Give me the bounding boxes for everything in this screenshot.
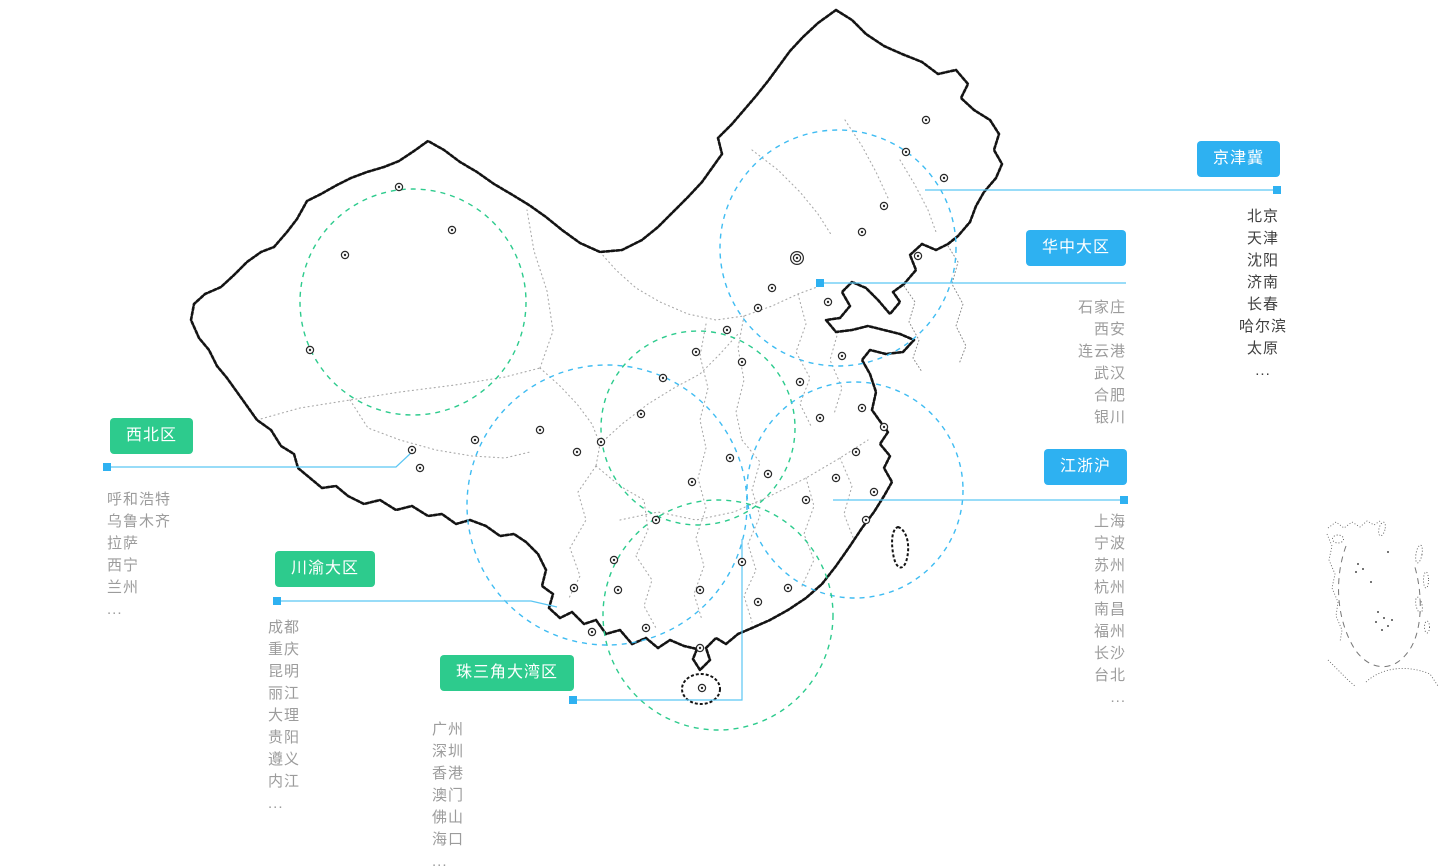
city-name: 呼和浩特: [107, 491, 172, 508]
region-circles: [299, 129, 964, 731]
city-list-jiangzhehu: 上海 宁波 苏州 杭州 南昌 福州 长沙 台北 ...: [1006, 511, 1126, 709]
city-list-xibei: 呼和浩特 乌鲁木齐 拉萨 西宁 兰州 ...: [107, 489, 227, 621]
connector-dot-jingjinji: [1273, 186, 1281, 194]
city-name: 成都: [268, 619, 301, 636]
city-list-ellipsis: ...: [1255, 362, 1271, 379]
city-list-ellipsis: ...: [1110, 689, 1126, 706]
city-name: 重庆: [268, 641, 301, 658]
city-name: 大理: [268, 707, 301, 724]
city-list-huazhong: 石家庄 西安 连云港 武汉 合肥 银川: [1006, 297, 1126, 429]
region-label-xibei[interactable]: 西北区: [110, 418, 194, 454]
south-china-sea-inset: [1326, 512, 1440, 688]
city-name: 贵阳: [268, 729, 301, 746]
city-name: 宁波: [1093, 535, 1126, 552]
city-name: 合肥: [1093, 387, 1126, 404]
circle-chuanyu: [466, 364, 748, 646]
circle-huazhong: [600, 330, 796, 526]
city-name: 海口: [432, 831, 465, 848]
city-name: 武汉: [1093, 365, 1126, 382]
city-name: 苏州: [1093, 557, 1126, 574]
region-connectors: [103, 186, 1281, 704]
city-name: 昆明: [268, 663, 301, 680]
region-label-jingjinji[interactable]: 京津冀: [1197, 141, 1281, 177]
neighbor-coastlines: [903, 245, 967, 373]
connector-dot-chuanyu: [273, 597, 281, 605]
city-name: 济南: [1246, 274, 1279, 291]
city-name: 澳门: [432, 787, 465, 804]
city-name: 内江: [268, 773, 301, 790]
connector-dot-jiangzhehu: [1120, 496, 1128, 504]
city-name: 石家庄: [1077, 299, 1126, 316]
city-name: 广州: [432, 721, 465, 738]
city-name: 佛山: [432, 809, 465, 826]
circle-xibei: [299, 188, 527, 416]
region-label-chuanyu[interactable]: 川渝大区: [275, 551, 376, 587]
circle-zhusanjiao: [602, 499, 834, 731]
city-list-chuanyu: 成都 重庆 昆明 丽江 大理 贵阳 遵义 内江 ...: [268, 617, 388, 815]
city-name: 沈阳: [1246, 252, 1279, 269]
city-name: 连云港: [1077, 343, 1126, 360]
city-list-ellipsis: ...: [432, 853, 448, 868]
capital-marker: [789, 251, 804, 266]
city-name: 香港: [432, 765, 465, 782]
inset-islands: [1355, 551, 1393, 631]
city-markers: [305, 115, 949, 693]
city-list-ellipsis: ...: [107, 601, 123, 618]
city-name: 西宁: [107, 557, 140, 574]
city-name: 福州: [1093, 623, 1126, 640]
city-name: 乌鲁木齐: [107, 513, 172, 530]
city-name: 台北: [1093, 667, 1126, 684]
circle-jiangzhehu: [746, 381, 964, 599]
city-name: 兰州: [107, 579, 140, 596]
city-list-jingjinji: 北京 天津 沈阳 济南 长春 哈尔滨 太原 ...: [1203, 206, 1323, 382]
city-name: 杭州: [1093, 579, 1126, 596]
city-name: 西安: [1093, 321, 1126, 338]
region-label-jiangzhehu[interactable]: 江浙沪: [1044, 449, 1128, 485]
city-name: 拉萨: [107, 535, 140, 552]
city-name: 哈尔滨: [1238, 318, 1287, 335]
city-name: 长沙: [1093, 645, 1126, 662]
city-name: 丽江: [268, 685, 301, 702]
city-list-ellipsis: ...: [268, 795, 284, 812]
city-name: 深圳: [432, 743, 465, 760]
city-name: 北京: [1246, 208, 1279, 225]
city-name: 天津: [1246, 230, 1279, 247]
taiwan-island: [891, 525, 910, 569]
china-outline: [189, 8, 1004, 705]
connector-dot-xibei: [103, 463, 111, 471]
connector-dot-huazhong: [816, 279, 824, 287]
city-list-zhusanjiao: 广州 深圳 香港 澳门 佛山 海口 ...: [432, 719, 552, 868]
circle-jingjinji: [719, 129, 957, 367]
city-name: 银川: [1093, 409, 1126, 426]
city-name: 遵义: [268, 751, 301, 768]
region-label-huazhong[interactable]: 华中大区: [1026, 230, 1127, 266]
province-borders: [256, 119, 937, 629]
city-name: 长春: [1246, 296, 1279, 313]
city-name: 南昌: [1093, 601, 1126, 618]
region-label-zhusanjiao[interactable]: 珠三角大湾区: [440, 655, 575, 691]
city-name: 上海: [1093, 513, 1126, 530]
connector-dot-zhusanjiao: [569, 696, 577, 704]
city-name: 太原: [1246, 340, 1279, 357]
